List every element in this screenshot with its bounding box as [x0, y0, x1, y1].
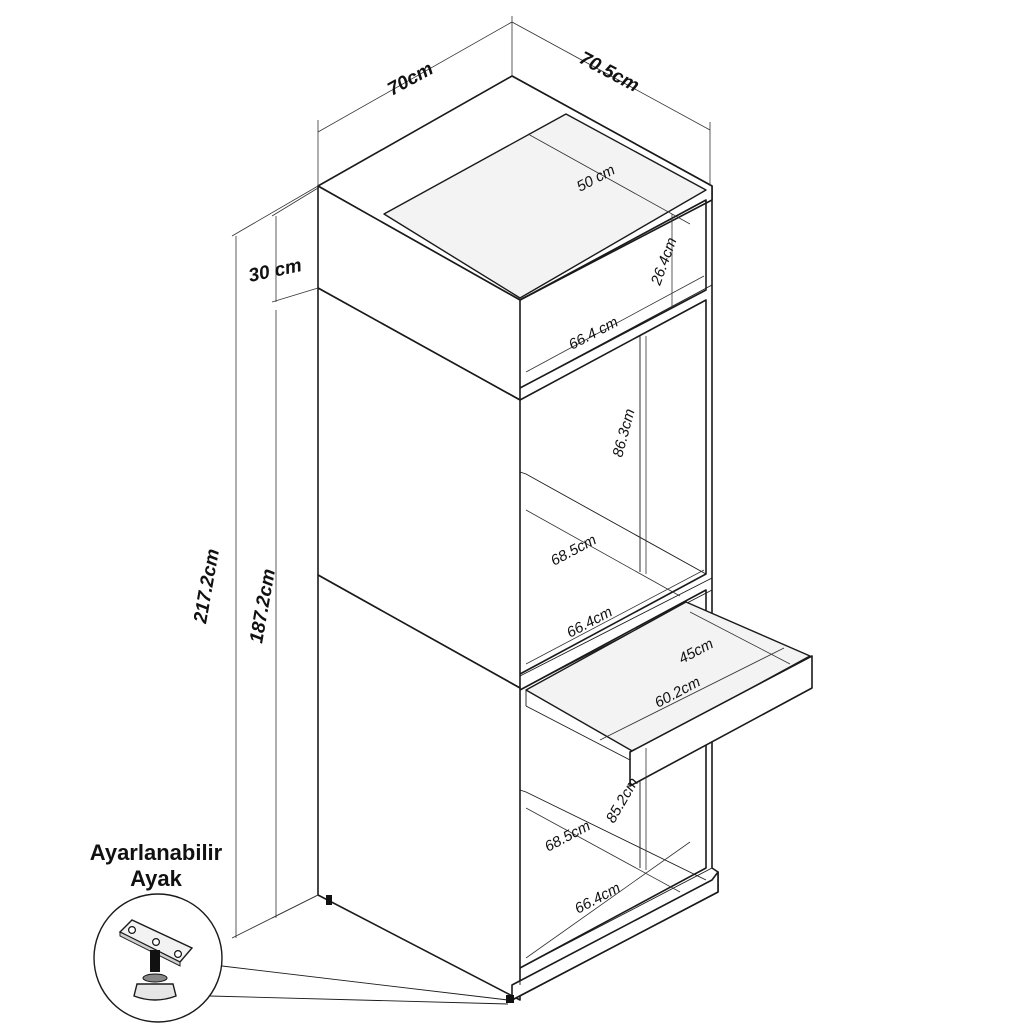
width-label: 70cm [384, 58, 437, 100]
cabinet-body [317, 75, 719, 1003]
drawer-floor [525, 601, 811, 753]
top-compartment-edge [519, 199, 707, 389]
leg-front-right [506, 995, 514, 1003]
mid-compartment-edge [519, 299, 707, 675]
total-height-label: 217.2cm [190, 547, 224, 626]
foot-title-line2: Ayak [130, 866, 183, 891]
depth-label: 70.5cm [576, 48, 643, 97]
foot-title-line1: Ayarlanabilir [90, 840, 223, 865]
adjustable-foot-callout: Ayarlanabilir Ayak [90, 840, 509, 1023]
top-surface [383, 113, 707, 299]
pull-out-drawer [525, 601, 813, 787]
dimension-lines [231, 16, 791, 959]
drawer-front [629, 655, 813, 787]
bottom-section-face [317, 574, 521, 1001]
adjustable-foot-icon [118, 919, 194, 1001]
leg-front-left [326, 895, 332, 905]
top-height-label: 30 cm [247, 255, 304, 287]
body-height-label: 187.2cm [246, 567, 280, 645]
